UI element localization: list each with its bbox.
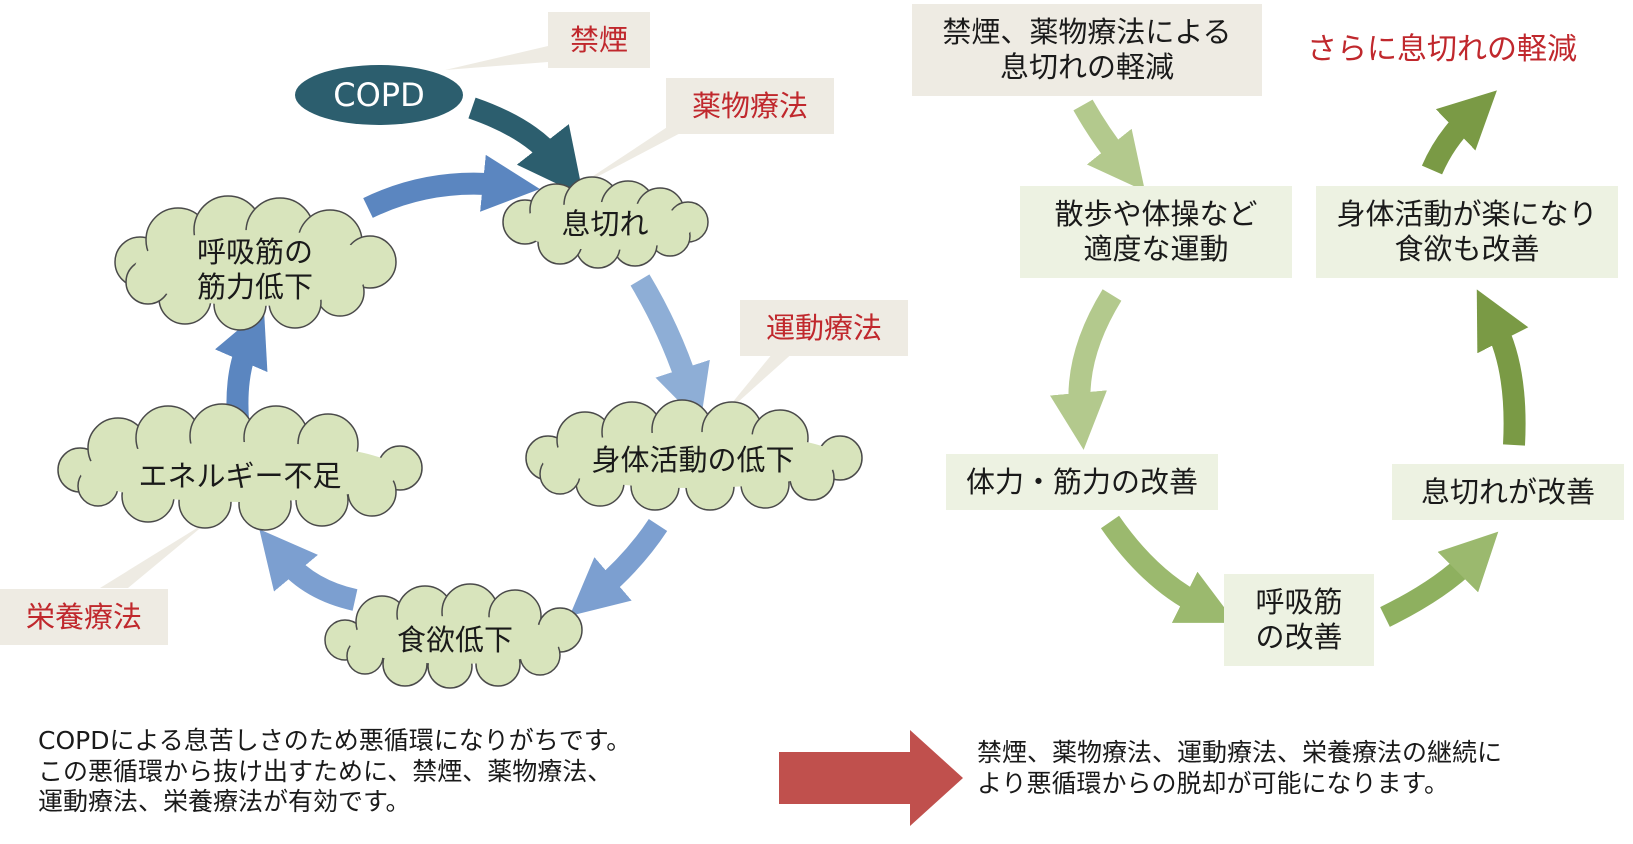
cloud-appetite xyxy=(324,583,583,689)
cloud-energy xyxy=(57,403,423,531)
arrow-strength-to-resp xyxy=(1100,515,1236,623)
node-activity: 身体活動の低下 xyxy=(591,442,795,477)
arrow-muscle-to-breath xyxy=(363,154,540,218)
box-exercise-line1: 散歩や体操など xyxy=(1054,197,1258,232)
bottom-right-line: より悪循環からの脱却が可能になります。 xyxy=(977,768,1450,798)
box-activity-line1: 身体活動が楽になり xyxy=(1336,197,1598,232)
box-top-line2: 息切れの軽減 xyxy=(999,50,1174,84)
arrow-copd-to-breath xyxy=(468,97,584,197)
copd-ellipse xyxy=(295,65,463,125)
arrow-exercise-to-strength xyxy=(1049,289,1122,450)
bottom-right-line: 禁煙、薬物療法、運動療法、栄養療法の継続に xyxy=(977,738,1503,767)
arrow-breath-to-activity xyxy=(630,274,710,424)
copd-label: COPD xyxy=(333,75,425,114)
box-exercise: 散歩や体操など 適度な運動 xyxy=(1020,186,1292,278)
bottom-right-text: 禁煙、薬物療法、運動療法、栄養療法の継続に より悪循環からの脱却が可能になります… xyxy=(977,738,1502,799)
callout-tail-smoking xyxy=(445,46,548,70)
bottom-left-text: COPDによる息苦しさのため悪循環になりがちです。 この悪循環から抜け出すために… xyxy=(38,726,631,818)
node-muscle-line2: 筋力低下 xyxy=(196,270,313,304)
bottom-left-line: 運動療法、栄養療法が有効です。 xyxy=(38,787,411,816)
node-appetite: 食欲低下 xyxy=(396,622,513,657)
box-resp-improve: 呼吸筋 の改善 xyxy=(1224,574,1374,666)
arrow-breath-to-activity-right xyxy=(1476,289,1529,446)
box-activity-line2: 食欲も改善 xyxy=(1394,232,1540,266)
box-activity-easier: 身体活動が楽になり 食欲も改善 xyxy=(1316,186,1618,278)
callout-exercise: 運動療法 xyxy=(740,300,908,356)
label-further-reduction: さらに息切れの軽減 xyxy=(1307,32,1577,67)
bottom-left-line: この悪循環から抜け出すために、禁煙、薬物療法、 xyxy=(38,756,613,786)
callout-tail-drug xyxy=(572,112,690,190)
arrow-activity-to-appetite xyxy=(569,518,668,617)
arrow-resp-to-breath xyxy=(1380,531,1499,627)
cloud-breath xyxy=(502,176,709,269)
callout-smoking: 禁煙 xyxy=(548,12,650,68)
callout-nutrition: 栄養療法 xyxy=(0,589,168,645)
node-muscle: 呼吸筋の 筋力低下 xyxy=(130,225,380,315)
box-top-reduction: 禁煙、薬物療法による 息切れの軽減 xyxy=(912,4,1262,96)
bottom-left-line: COPDによる息苦しさのため悪循環になりがちです。 xyxy=(38,726,632,755)
arrow-appetite-to-energy xyxy=(259,529,358,611)
cloud-muscle xyxy=(114,195,397,331)
box-resp-line1: 呼吸筋 xyxy=(1255,585,1343,620)
arrow-top-to-exercise xyxy=(1073,99,1146,192)
cloud-activity xyxy=(525,399,863,511)
box-exercise-line2: 適度な運動 xyxy=(1083,232,1229,266)
callout-tail-exercise xyxy=(718,342,805,420)
node-breath: 息切れ xyxy=(561,206,649,241)
big-red-arrow xyxy=(779,730,963,826)
box-top-line1: 禁煙、薬物療法による xyxy=(942,15,1232,50)
arrow-activity-to-further xyxy=(1421,90,1497,175)
box-breath-improve: 息切れが改善 xyxy=(1392,464,1624,520)
callout-tail-nutrition xyxy=(100,520,210,588)
node-energy: エネルギー不足 xyxy=(138,458,342,493)
box-strength: 体力・筋力の改善 xyxy=(946,454,1218,510)
callout-drug: 薬物療法 xyxy=(666,78,834,134)
box-resp-line2: の改善 xyxy=(1255,620,1343,654)
node-muscle-line1: 呼吸筋の xyxy=(196,235,313,270)
